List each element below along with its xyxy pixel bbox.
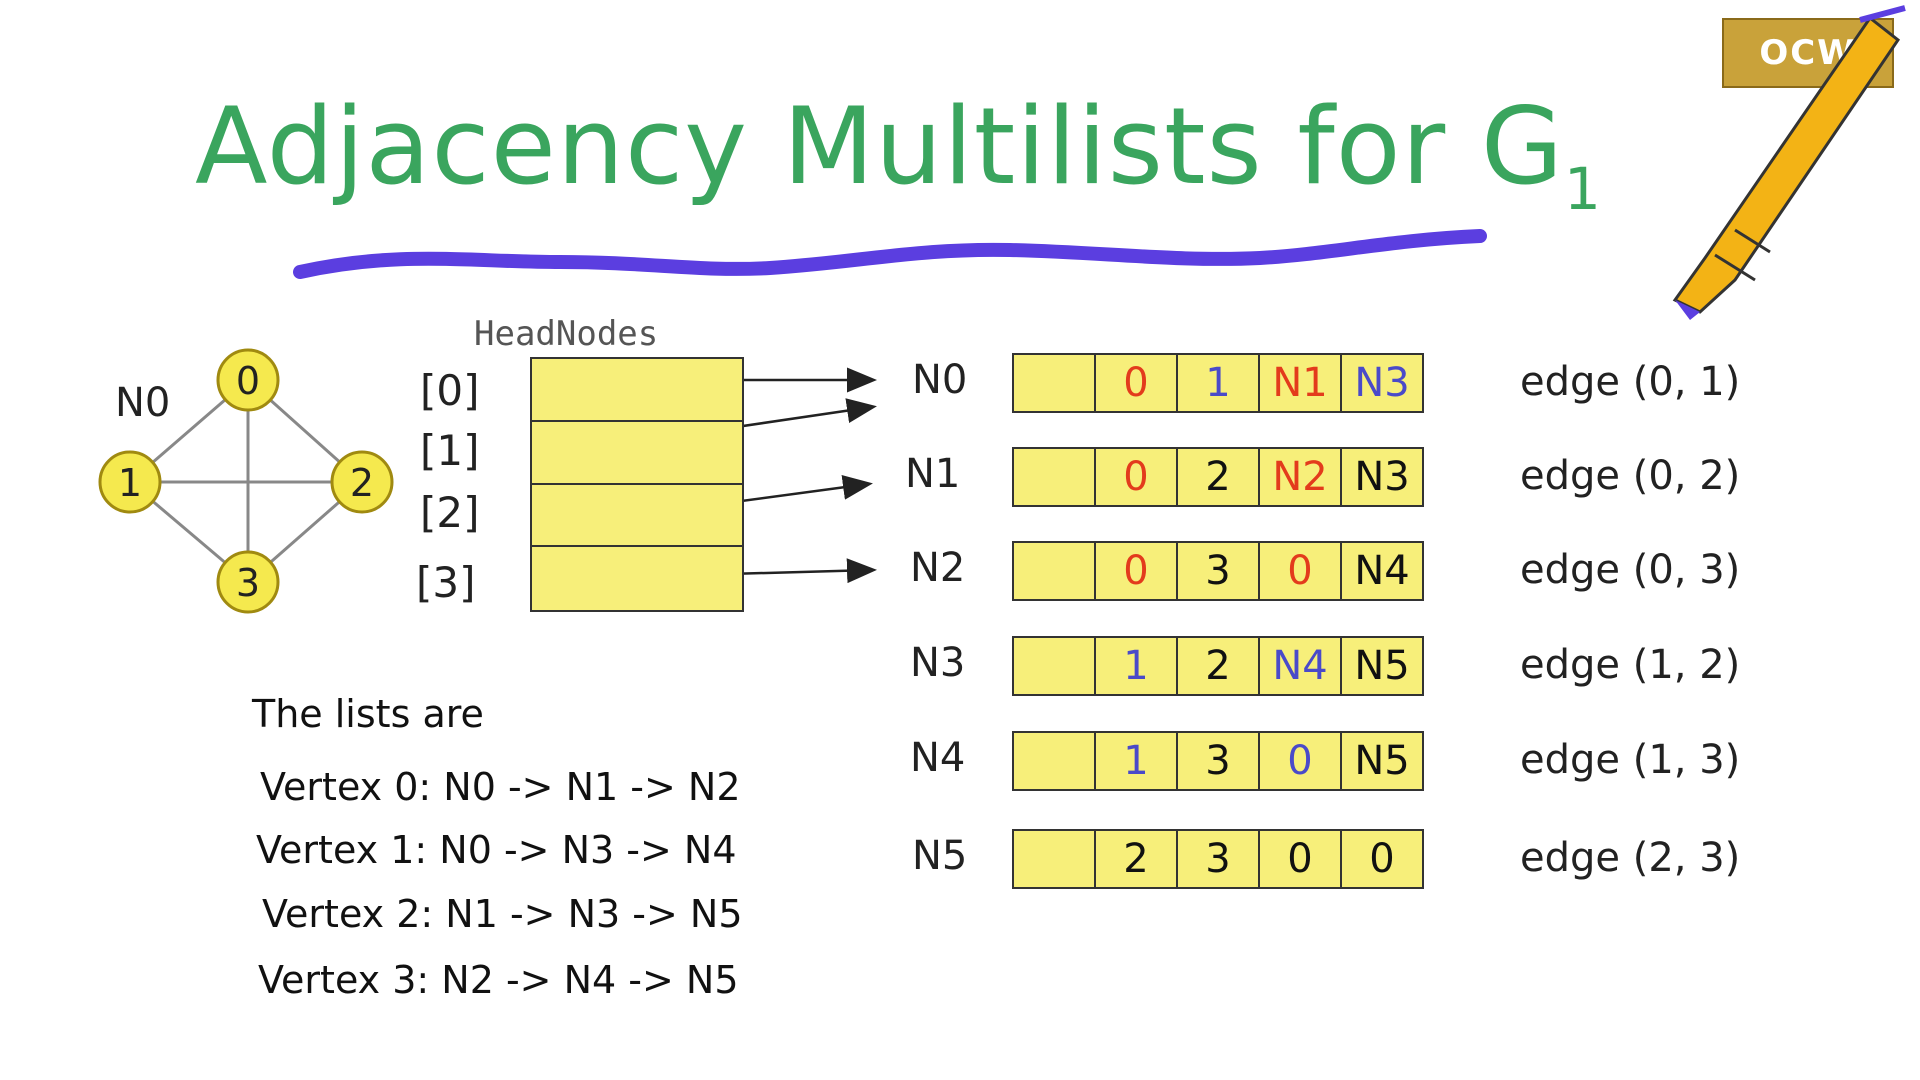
path1-field: 0 bbox=[1258, 831, 1340, 887]
vertex2-field: 3 bbox=[1176, 733, 1258, 789]
vertex2-field: 3 bbox=[1176, 831, 1258, 887]
title-text: Adjacency Multilists for G bbox=[195, 85, 1565, 208]
multilist-node-name: N4 bbox=[910, 735, 966, 781]
path2-field: 0 bbox=[1340, 831, 1422, 887]
headnode-index-2: [2] bbox=[420, 488, 480, 537]
graph-vertex-label: 3 bbox=[236, 561, 260, 605]
slide-title: Adjacency Multilists for G1 bbox=[195, 85, 1602, 223]
mark-field bbox=[1014, 831, 1094, 887]
graph-vertex-2: 2 bbox=[330, 450, 394, 514]
vertex2-field: 2 bbox=[1176, 449, 1258, 505]
multilist-node-name: N5 bbox=[912, 833, 968, 879]
path1-field: N4 bbox=[1258, 638, 1340, 694]
headnode-slot bbox=[532, 547, 742, 610]
path1-field: N1 bbox=[1258, 355, 1340, 411]
edge-label: edge (1, 2) bbox=[1520, 642, 1741, 688]
headnode-slot bbox=[532, 422, 742, 485]
graph-vertex-1: 1 bbox=[98, 450, 162, 514]
headnode-index-0: [0] bbox=[420, 366, 480, 415]
headnode-index-3: [3] bbox=[416, 558, 476, 607]
path1-field: N2 bbox=[1258, 449, 1340, 505]
graph-vertex-label: 0 bbox=[236, 359, 260, 403]
path2-field: N4 bbox=[1340, 543, 1422, 599]
path1-field: 0 bbox=[1258, 543, 1340, 599]
edge-label: edge (0, 3) bbox=[1520, 547, 1741, 593]
graph-label: N0 bbox=[115, 380, 171, 426]
title-subscript: 1 bbox=[1564, 155, 1602, 223]
graph-nodes: 0 1 2 3 bbox=[98, 348, 394, 614]
graph-vertex-label: 1 bbox=[118, 461, 142, 505]
vertex1-field: 2 bbox=[1094, 831, 1176, 887]
mark-field bbox=[1014, 638, 1094, 694]
graph-vertex-0: 0 bbox=[216, 348, 280, 412]
vertex1-field: 1 bbox=[1094, 733, 1176, 789]
mark-field bbox=[1014, 449, 1094, 505]
headnode-index-1: [1] bbox=[420, 426, 480, 475]
multilist-node-name: N2 bbox=[910, 545, 966, 591]
path2-field: N5 bbox=[1340, 733, 1422, 789]
path1-field: 0 bbox=[1258, 733, 1340, 789]
path2-field: N5 bbox=[1340, 638, 1422, 694]
vertex1-field: 0 bbox=[1094, 543, 1176, 599]
edge-label: edge (0, 1) bbox=[1520, 359, 1741, 405]
edge-label: edge (2, 3) bbox=[1520, 835, 1741, 881]
headnodes-array bbox=[530, 357, 744, 612]
multilist-node-name: N3 bbox=[910, 640, 966, 686]
edge-label: edge (1, 3) bbox=[1520, 737, 1741, 783]
vertex2-field: 2 bbox=[1176, 638, 1258, 694]
headnodes-title: HeadNodes bbox=[474, 314, 659, 354]
vertex2-field: 1 bbox=[1176, 355, 1258, 411]
vertex1-field: 0 bbox=[1094, 355, 1176, 411]
lists-heading: The lists are bbox=[252, 692, 484, 736]
vertex-list-2: Vertex 2: N1 -> N3 -> N5 bbox=[262, 892, 743, 936]
graph-vertex-3: 3 bbox=[216, 550, 280, 614]
edge-label: edge (0, 2) bbox=[1520, 453, 1741, 499]
headnode-slot bbox=[532, 359, 742, 422]
path2-field: N3 bbox=[1340, 355, 1422, 411]
graph-vertex-label: 2 bbox=[350, 461, 374, 505]
vertex1-field: 0 bbox=[1094, 449, 1176, 505]
pen-icon bbox=[1672, 5, 1906, 320]
vertex2-field: 3 bbox=[1176, 543, 1258, 599]
path2-field: N3 bbox=[1340, 449, 1422, 505]
vertex1-field: 1 bbox=[1094, 638, 1176, 694]
title-underline bbox=[293, 229, 1487, 279]
vertex-list-3: Vertex 3: N2 -> N4 -> N5 bbox=[258, 958, 739, 1002]
mark-field bbox=[1014, 355, 1094, 411]
vertex-list-0: Vertex 0: N0 -> N1 -> N2 bbox=[260, 765, 741, 809]
vertex-list-1: Vertex 1: N0 -> N3 -> N4 bbox=[256, 828, 737, 872]
mark-field bbox=[1014, 543, 1094, 599]
multilist-node-name: N0 bbox=[912, 357, 968, 403]
headnode-slot bbox=[532, 485, 742, 548]
mark-field bbox=[1014, 733, 1094, 789]
multilist-node-name: N1 bbox=[905, 451, 961, 497]
